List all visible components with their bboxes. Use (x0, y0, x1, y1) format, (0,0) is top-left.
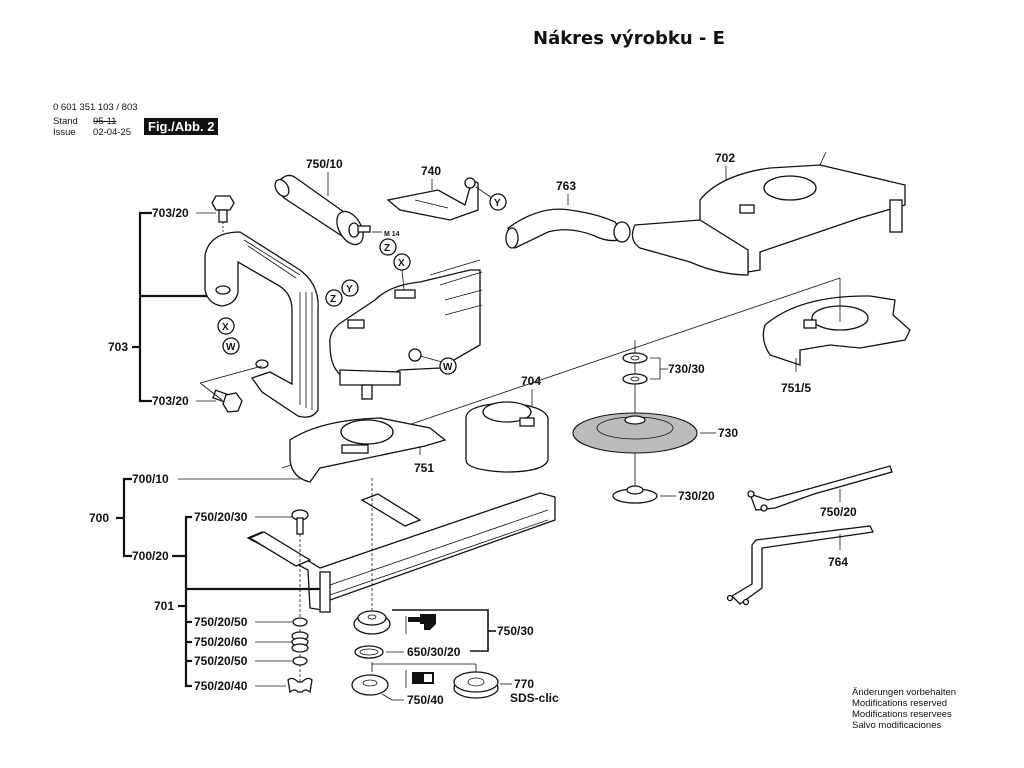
mounting-plate-740 (386, 177, 479, 221)
clamping-nut-750-30 (353, 610, 391, 635)
cutting-guard-702 (631, 151, 906, 276)
marker-w-tool: W (439, 357, 457, 375)
wrench-pictogram (405, 614, 436, 634)
stand-value: 95-11 (93, 116, 117, 127)
flange-nut-750-40 (351, 674, 389, 696)
wing-nut-750-20-40 (287, 677, 313, 694)
marker-y-tool: Y (341, 279, 359, 297)
part-label-750-20-60: 750/20/60 (194, 635, 248, 649)
marker-x-tool: X (393, 253, 411, 271)
part-label-650-30-20: 650/30/20 (407, 645, 461, 659)
part-label-730-30: 730/30 (668, 362, 705, 376)
marker-y-bracket: Y (489, 193, 507, 211)
part-label-700-10: 700/10 (132, 472, 169, 486)
washer-730-30-b (622, 373, 648, 385)
part-label-750-30: 750/30 (497, 624, 534, 638)
part-label-750-20-40: 750/20/40 (194, 679, 248, 693)
o-ring-650-30-20 (354, 645, 384, 659)
handle-bracket-703 (204, 231, 319, 418)
part-label-750-40: 750/40 (407, 693, 444, 707)
issue-value: 02-04-25 (93, 127, 132, 138)
washer-750-20-50-b (292, 656, 308, 666)
svg-text:X: X (398, 258, 405, 269)
note-line: Änderungen vorbehalten (852, 687, 957, 698)
part-label-730: 730 (718, 426, 738, 440)
svg-text:Y: Y (346, 284, 353, 295)
part-label-751: 751 (414, 461, 434, 475)
note-line: Salvo modificaciones (852, 720, 942, 731)
angle-grinder-body (329, 259, 483, 400)
part-label-703-20-top: 703/20 (152, 206, 189, 220)
quick-clamp-nut-770 (453, 671, 499, 699)
marker-w-bracket: W (222, 337, 240, 355)
part-label-700-20: 700/20 (132, 549, 169, 563)
part-label-740: 740 (421, 164, 441, 178)
part-label-700: 700 (89, 511, 109, 525)
part-label-764: 764 (828, 555, 848, 569)
page-title: Nákres výrobku - E (533, 28, 725, 49)
spring-750-20-60 (291, 631, 309, 653)
svg-text:W: W (226, 342, 236, 353)
issue-label: Issue (53, 127, 76, 138)
cutting-stand-700 (246, 492, 556, 613)
marker-z-tool: Z (325, 289, 343, 307)
svg-text:Z: Z (330, 294, 336, 305)
pin-spanner-750-20 (747, 465, 893, 512)
svg-text:Y: Y (494, 198, 501, 209)
part-label-750-20: 750/20 (820, 505, 857, 519)
part-label-703: 703 (108, 340, 128, 354)
face-spanner-764 (726, 525, 874, 606)
modification-notes: Änderungen vorbehalten Modifications res… (852, 687, 956, 731)
stand-issue-labels: Stand Issue (53, 116, 78, 138)
part-label-702: 702 (715, 151, 735, 165)
svg-text:Z: Z (384, 243, 390, 254)
extraction-hose-763 (505, 208, 631, 249)
stand-700-callouts (116, 477, 320, 688)
carriage-bolt-750-20-30 (291, 509, 309, 535)
part-label-763: 763 (556, 179, 576, 193)
part-label-750-20-30: 750/20/30 (194, 510, 248, 524)
part-label-750-20-50-b: 750/20/50 (194, 654, 248, 668)
protection-cover-704 (465, 401, 549, 473)
marker-x-bracket: X (217, 317, 235, 335)
grinding-disc-730 (572, 412, 698, 454)
part-label-770: 770 (514, 677, 534, 691)
bolt-icon (199, 365, 263, 413)
part-label-751-5: 751/5 (781, 381, 811, 395)
note-line: Modifications reservees (852, 709, 952, 720)
protection-guard-751-5 (762, 295, 911, 366)
thread-label-m14: M 14 (384, 231, 400, 238)
part-label-701: 701 (154, 599, 174, 613)
figure-badge: Fig./Abb. 2 (144, 118, 219, 135)
stand-issue-values: 95-11 02-04-25 (93, 116, 131, 138)
washer-750-20-50-a (292, 617, 308, 627)
part-label-730-20: 730/20 (678, 489, 715, 503)
part-label-750-20-50-a: 750/20/50 (194, 615, 248, 629)
bracket-703-callouts (132, 211, 216, 403)
protection-guard-751 (289, 417, 447, 483)
washer-730-30-a (622, 352, 648, 364)
note-line: Modifications reserved (852, 698, 948, 709)
sds-clic-label: SDS-clic (510, 691, 559, 705)
wrench-pictogram (405, 670, 434, 688)
part-label-703-20-bottom: 703/20 (152, 394, 189, 408)
part-label-750-10: 750/10 (306, 157, 343, 171)
auxiliary-handle-750-10 (274, 174, 371, 246)
svg-text:X: X (222, 322, 229, 333)
part-label-704: 704 (521, 374, 541, 388)
marker-z-handle: Z (379, 238, 397, 256)
backing-flange-730-20 (612, 485, 658, 504)
bolt-icon (211, 195, 235, 300)
document-number: 0 601 351 103 / 803 (53, 102, 138, 113)
svg-text:W: W (443, 362, 453, 373)
stand-label: Stand (53, 116, 78, 127)
